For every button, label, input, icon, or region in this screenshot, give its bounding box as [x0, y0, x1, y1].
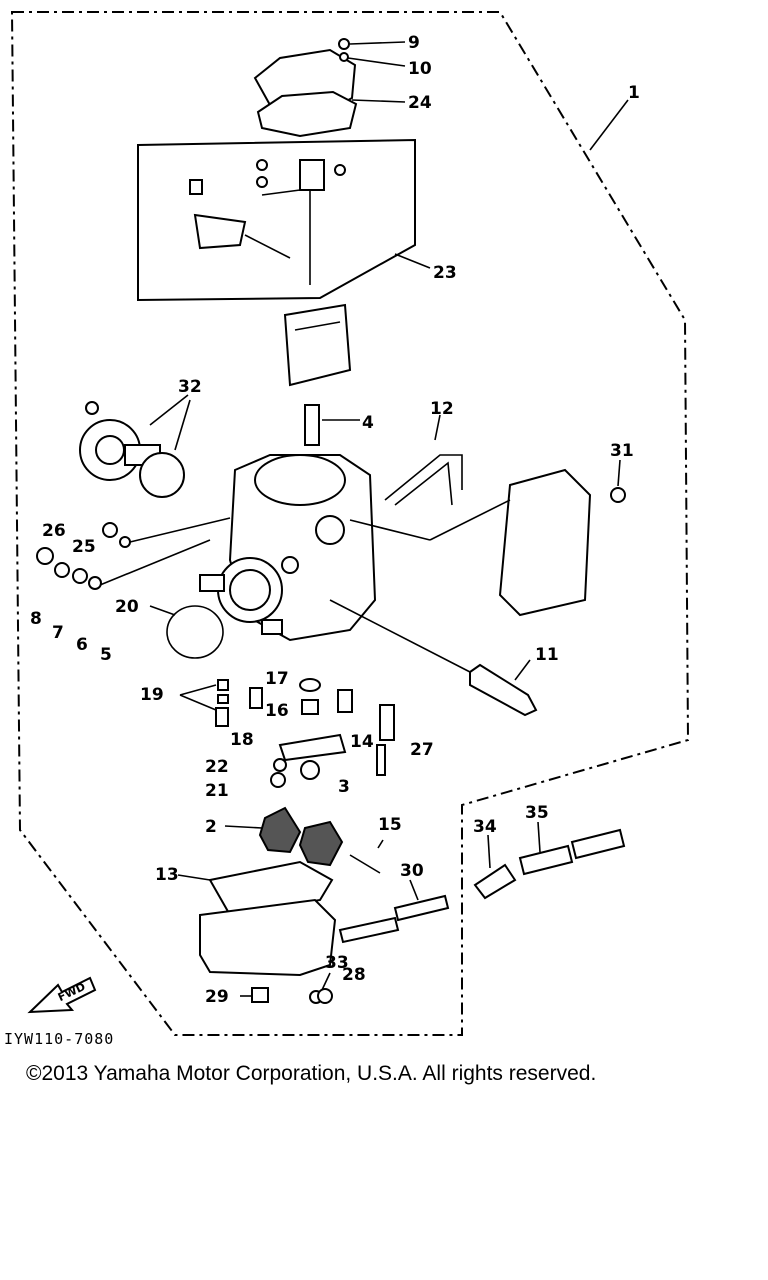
float — [258, 806, 344, 867]
top-cover — [253, 38, 358, 138]
callout-16: 16 — [265, 701, 289, 721]
callout-14: 14 — [350, 732, 374, 752]
drain-tubes — [338, 894, 450, 944]
callout-31: 31 — [610, 441, 634, 461]
callout-20: 20 — [115, 597, 139, 617]
callout-17: 17 — [265, 669, 289, 689]
float-bowl — [199, 898, 337, 977]
carburetor-body — [199, 454, 377, 642]
drawing-code: IYW110-7080 — [4, 1030, 115, 1048]
callout-12: 12 — [430, 399, 454, 419]
callout-5: 5 — [100, 645, 112, 665]
callout-15: 15 — [378, 815, 402, 835]
accelerator-pump-cover — [79, 401, 185, 498]
callout-25: 25 — [72, 537, 96, 557]
callout-8: 8 — [30, 609, 42, 629]
callout-35: 35 — [525, 803, 549, 823]
callout-30: 30 — [400, 861, 424, 881]
callout-22: 22 — [205, 757, 229, 777]
jet-needle-kit — [189, 159, 346, 285]
callout-2: 2 — [205, 817, 217, 837]
callout-23: 23 — [433, 263, 457, 283]
callout-10: 10 — [408, 59, 432, 79]
callout-24: 24 — [408, 93, 432, 113]
hose-joint — [473, 828, 626, 900]
callout-21: 21 — [205, 781, 229, 801]
callout-13: 13 — [155, 865, 179, 885]
callout-7: 7 — [52, 623, 64, 643]
callout-6: 6 — [76, 635, 88, 655]
carburetor-exploded-diagram: FWD 1 2 3 4 5 6 7 8 9 10 11 12 13 14 15 … — [10, 11, 690, 1036]
callout-4: 4 — [362, 413, 374, 433]
assembly-boundary — [10, 11, 690, 1036]
callout-labels: 1 2 3 4 5 6 7 8 9 10 11 12 13 14 15 16 1… — [30, 33, 640, 1007]
callout-26: 26 — [42, 521, 66, 541]
callout-1: 1 — [628, 83, 640, 103]
copyright-notice: ©2013 Yamaha Motor Corporation, U.S.A. A… — [26, 1062, 597, 1085]
callout-32: 32 — [178, 377, 202, 397]
side-cover — [498, 468, 592, 617]
jets-group — [215, 678, 395, 788]
callout-33: 33 — [325, 953, 349, 973]
callout-11: 11 — [535, 645, 559, 665]
part-4 — [304, 404, 320, 446]
callout-34: 34 — [473, 817, 497, 837]
callout-18: 18 — [230, 730, 254, 750]
pilot-screw — [469, 663, 538, 717]
o-ring — [166, 605, 224, 659]
callout-29: 29 — [205, 987, 229, 1007]
callout-9: 9 — [408, 33, 420, 53]
throttle-slide — [283, 303, 352, 387]
callout-19: 19 — [140, 685, 164, 705]
callout-27: 27 — [410, 740, 434, 760]
callout-28: 28 — [342, 965, 366, 985]
callout-3: 3 — [338, 777, 350, 797]
fwd-arrow-icon: FWD — [27, 976, 97, 1014]
